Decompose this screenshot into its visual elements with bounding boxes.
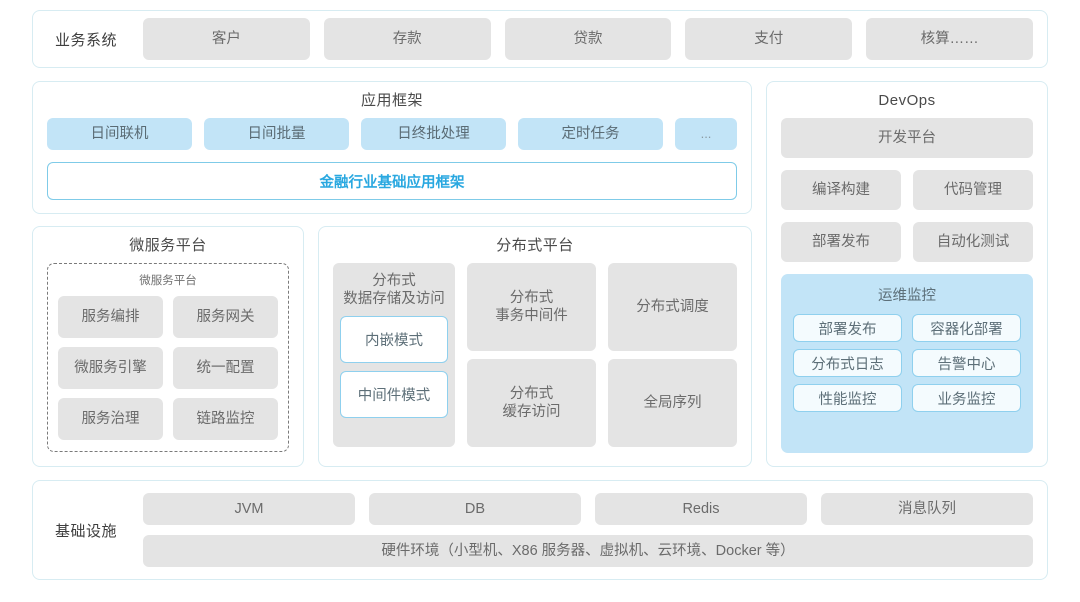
business-system-tile[interactable]: 贷款 — [504, 18, 672, 60]
microservice-tile[interactable]: 服务网关 — [173, 296, 278, 338]
distributed-tile-line2: 事务中间件 — [495, 308, 568, 324]
ops-monitoring-panel: 运维监控 部署发布 容器化部署 分布式日志 告警中心 性能监控 业务监控 — [781, 274, 1033, 453]
distributed-tile-line1: 分布式 — [509, 385, 554, 402]
application-framework-tiles: 日间联机 日间批量 日终批处理 定时任务 ... — [47, 118, 737, 150]
infrastructure-tile[interactable]: DB — [369, 493, 581, 525]
infrastructure-panel: 基础设施 JVM DB Redis 消息队列 硬件环境（小型机、X86 服务器、… — [32, 480, 1048, 580]
distributed-tile-text: 分布式 缓存访问 — [503, 385, 561, 421]
infrastructure-tile[interactable]: 消息队列 — [821, 493, 1033, 525]
business-systems-panel: 业务系统 客户 存款 贷款 支付 核算…… — [32, 10, 1048, 68]
infrastructure-tiles: JVM DB Redis 消息队列 — [143, 493, 1033, 525]
microservice-platform-title: 微服务平台 — [129, 237, 207, 254]
business-system-tile[interactable]: 客户 — [143, 18, 310, 60]
microservice-platform-tiles: 服务编排 服务网关 微服务引擎 统一配置 服务治理 链路监控 — [58, 296, 278, 440]
distributed-tile[interactable]: 分布式调度 — [608, 263, 737, 351]
business-system-tile[interactable]: 核算…… — [866, 18, 1033, 60]
distributed-tile-text: 分布式 事务中间件 — [495, 289, 568, 325]
devops-tile[interactable]: 编译构建 — [781, 170, 901, 210]
middle-section: 应用框架 日间联机 日间批量 日终批处理 定时任务 ... 金融行业基础应用框架… — [32, 81, 1048, 467]
ops-monitoring-tile[interactable]: 容器化部署 — [912, 314, 1021, 342]
infrastructure-tile[interactable]: Redis — [595, 493, 807, 525]
distributed-tile[interactable]: 分布式 事务中间件 — [467, 263, 596, 351]
devops-panel: DevOps 开发平台 编译构建 代码管理 部署发布 自动化测试 运维监控 部署… — [766, 81, 1048, 467]
distributed-platform-title: 分布式平台 — [496, 237, 574, 254]
ops-monitoring-title: 运维监控 — [878, 288, 936, 304]
hardware-environment-tile[interactable]: 硬件环境（小型机、X86 服务器、虚拟机、云环境、Docker 等） — [143, 535, 1033, 567]
distributed-tile[interactable]: 全局序列 — [608, 359, 737, 447]
ops-monitoring-tile[interactable]: 业务监控 — [912, 384, 1021, 412]
devops-title: DevOps — [878, 92, 936, 109]
microservice-platform-inner-box: 微服务平台 服务编排 服务网关 微服务引擎 统一配置 服务治理 链路监控 — [47, 263, 289, 452]
storage-mode-embedded[interactable]: 内嵌模式 — [340, 316, 448, 364]
application-framework-title: 应用框架 — [360, 92, 423, 109]
devops-tile[interactable]: 部署发布 — [781, 222, 901, 262]
devops-tiles: 编译构建 代码管理 部署发布 自动化测试 — [781, 170, 1033, 262]
base-application-framework-bar[interactable]: 金融行业基础应用框架 — [47, 162, 737, 200]
microservice-tile[interactable]: 链路监控 — [173, 398, 278, 440]
distributed-tile-line2: 缓存访问 — [502, 404, 561, 420]
infrastructure-content: JVM DB Redis 消息队列 硬件环境（小型机、X86 服务器、虚拟机、云… — [143, 493, 1033, 567]
devops-column: DevOps 开发平台 编译构建 代码管理 部署发布 自动化测试 运维监控 部署… — [766, 81, 1048, 467]
app-framework-tile[interactable]: 日间批量 — [204, 118, 349, 150]
business-systems-tiles: 客户 存款 贷款 支付 核算…… — [143, 18, 1033, 60]
microservice-platform-panel: 微服务平台 微服务平台 服务编排 服务网关 微服务引擎 统一配置 服务治理 链路… — [32, 226, 304, 467]
infrastructure-tile[interactable]: JVM — [143, 493, 355, 525]
distributed-platform-panel: 分布式平台 分布式 数据存储及访问 内嵌模式 中间件模式 — [318, 226, 752, 467]
microservice-tile[interactable]: 服务编排 — [58, 296, 163, 338]
app-framework-tile[interactable]: 日间联机 — [47, 118, 192, 150]
distributed-platform-body: 分布式 数据存储及访问 内嵌模式 中间件模式 分布式 — [333, 263, 737, 447]
infrastructure-label: 基础设施 — [55, 522, 118, 540]
devops-tile[interactable]: 代码管理 — [913, 170, 1033, 210]
distributed-storage-title-line1: 分布式 — [372, 273, 416, 289]
devops-platform-tile[interactable]: 开发平台 — [781, 118, 1033, 158]
hardware-environment-row: 硬件环境（小型机、X86 服务器、虚拟机、云环境、Docker 等） — [143, 535, 1033, 567]
distributed-tile[interactable]: 分布式 缓存访问 — [467, 359, 596, 447]
distributed-platform-tiles: 分布式 事务中间件 分布式调度 分布式 缓存访问 — [467, 263, 737, 447]
app-framework-tile[interactable]: 日终批处理 — [361, 118, 506, 150]
middle-left-column: 应用框架 日间联机 日间批量 日终批处理 定时任务 ... 金融行业基础应用框架… — [32, 81, 752, 467]
ops-monitoring-tile[interactable]: 分布式日志 — [793, 349, 902, 377]
storage-mode-middleware[interactable]: 中间件模式 — [340, 371, 448, 419]
microservice-tile[interactable]: 微服务引擎 — [58, 347, 163, 389]
application-framework-panel: 应用框架 日间联机 日间批量 日终批处理 定时任务 ... 金融行业基础应用框架 — [32, 81, 752, 214]
distributed-storage-tile[interactable]: 分布式 数据存储及访问 内嵌模式 中间件模式 — [333, 263, 455, 447]
distributed-storage-title-line2: 数据存储及访问 — [343, 291, 445, 308]
ops-monitoring-tile[interactable]: 告警中心 — [912, 349, 1021, 377]
microservice-tile[interactable]: 服务治理 — [58, 398, 163, 440]
microservice-platform-inner-title: 微服务平台 — [139, 275, 197, 287]
business-system-tile[interactable]: 存款 — [323, 18, 491, 60]
business-systems-label: 业务系统 — [55, 31, 118, 49]
devops-tile[interactable]: 自动化测试 — [913, 222, 1033, 262]
app-framework-tile[interactable]: 定时任务 — [518, 118, 663, 150]
business-system-tile[interactable]: 支付 — [685, 18, 853, 60]
ops-monitoring-tiles: 部署发布 容器化部署 分布式日志 告警中心 性能监控 业务监控 — [793, 314, 1021, 412]
distributed-storage-column: 分布式 数据存储及访问 内嵌模式 中间件模式 — [333, 263, 455, 447]
distributed-storage-title: 分布式 数据存储及访问 — [340, 272, 448, 316]
app-framework-more-tile[interactable]: ... — [675, 118, 737, 150]
microservice-tile[interactable]: 统一配置 — [173, 347, 278, 389]
ops-monitoring-tile[interactable]: 性能监控 — [793, 384, 902, 412]
platforms-row: 微服务平台 微服务平台 服务编排 服务网关 微服务引擎 统一配置 服务治理 链路… — [32, 226, 752, 467]
distributed-tile-line1: 分布式 — [509, 289, 554, 306]
ops-monitoring-tile[interactable]: 部署发布 — [793, 314, 902, 342]
